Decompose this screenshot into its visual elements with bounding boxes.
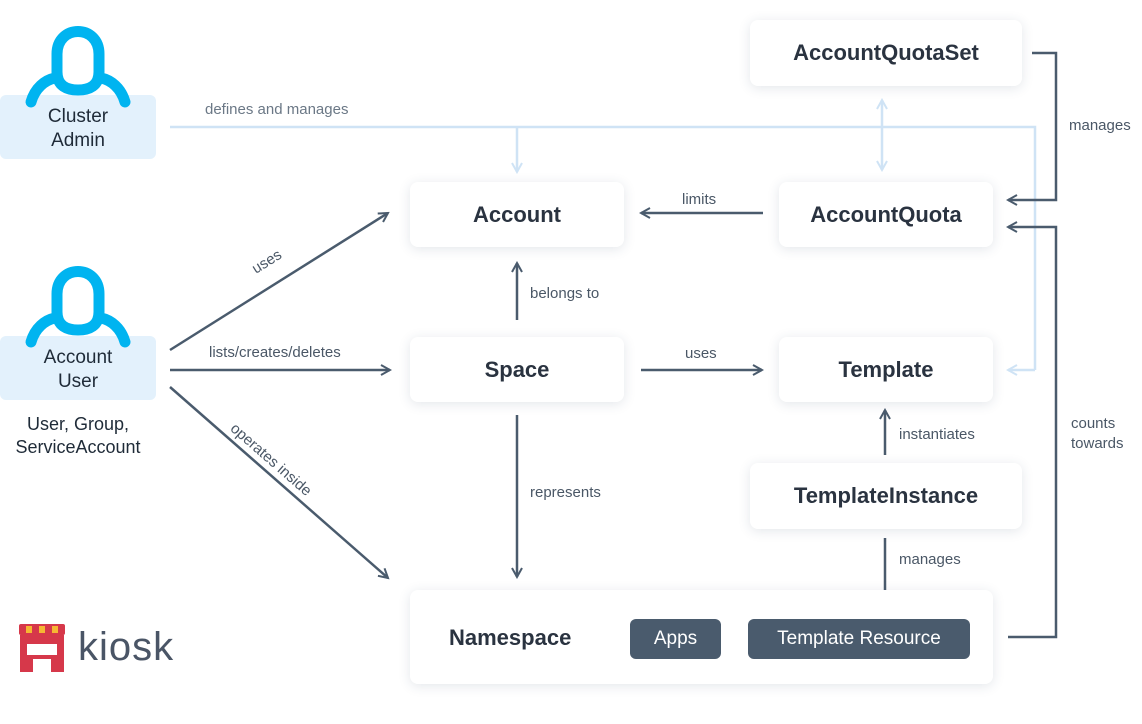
cluster-admin-label: Cluster Admin: [0, 105, 156, 153]
counts-towards-arrow: [1008, 227, 1058, 639]
manages-quota-arrow: [1008, 51, 1058, 200]
counts-towards-line1: counts: [1071, 415, 1116, 432]
kiosk-logo-icon: [19, 624, 65, 672]
account-node: Account: [410, 182, 624, 247]
lists-creates-deletes-label: lists/creates/deletes: [209, 344, 341, 361]
belongs-to-label: belongs to: [530, 285, 600, 302]
person-icon: [25, 26, 131, 108]
manages-quota-label: manages: [1069, 117, 1131, 134]
account-user-line2: User: [57, 371, 99, 392]
counts-towards-label: counts towards: [1071, 414, 1124, 454]
counts-towards-line2: towards: [1071, 435, 1124, 452]
operates-inside-arrow: [169, 386, 388, 578]
apps-pill: Apps: [630, 619, 721, 659]
cluster-admin-line1: Cluster: [47, 106, 109, 127]
defines-and-manages-line: [170, 125, 1037, 370]
kiosk-wordmark: kiosk: [78, 625, 175, 669]
limits-label: limits: [682, 191, 717, 208]
uses-account-arrow: [169, 213, 388, 352]
represents-label: represents: [530, 484, 601, 501]
space-node: Space: [410, 337, 624, 402]
template-instance-node: TemplateInstance: [750, 463, 1022, 529]
template-resource-pill: Template Resource: [748, 619, 970, 659]
person-icon: [25, 266, 131, 348]
account-quota-node: AccountQuota: [779, 182, 993, 247]
cluster-admin-line2: Admin: [51, 130, 105, 151]
account-user-label: Account User: [0, 346, 156, 394]
template-node: Template: [779, 337, 993, 402]
cluster-admin-card: [0, 95, 156, 159]
namespace-label: Namespace: [449, 625, 572, 650]
manages-template-resource-label: manages: [899, 551, 961, 568]
instantiates-label: instantiates: [899, 426, 975, 443]
account-quota-set-node: AccountQuotaSet: [750, 20, 1022, 86]
defines-and-manages-label: defines and manages: [205, 101, 349, 118]
account-user-subjects-line1: User, Group,: [26, 414, 130, 434]
uses-template-label: uses: [685, 345, 717, 362]
account-user-subjects-line2: ServiceAccount: [15, 437, 141, 457]
account-user-card: [0, 336, 156, 400]
account-user-subjects: User, Group, ServiceAccount: [0, 413, 156, 459]
account-user-line1: Account: [43, 347, 113, 368]
